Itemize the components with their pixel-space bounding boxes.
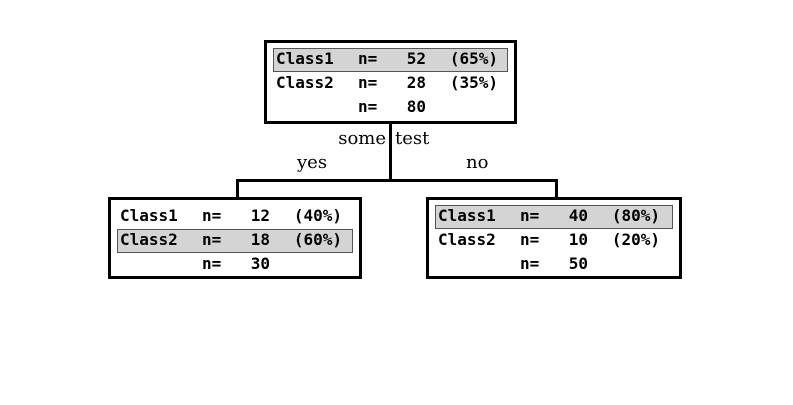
connector-horizontal-bar bbox=[236, 179, 558, 182]
root-row2-percent: (35%) bbox=[449, 73, 498, 92]
right-row1-count: 40 bbox=[568, 206, 588, 225]
root-node-row-total: n= 80 bbox=[273, 96, 508, 120]
right-child-row-class1: Class1 n= 40 (80%) bbox=[435, 205, 673, 229]
left-child-row-class1: Class1 n= 12 (40%) bbox=[117, 205, 353, 229]
right-row1-class-label: Class1 bbox=[438, 206, 496, 225]
split-label-right: test bbox=[395, 128, 430, 149]
left-row2-class-label: Class2 bbox=[120, 230, 178, 249]
right-row2-count: 10 bbox=[568, 230, 588, 249]
left-row1-percent: (40%) bbox=[293, 206, 342, 225]
connector-root-stem bbox=[389, 124, 392, 182]
root-node[interactable]: Class1 n= 52 (65%) Class2 n= 28 (35%) n=… bbox=[264, 40, 517, 124]
connector-left-drop bbox=[236, 179, 239, 198]
left-row1-class-label: Class1 bbox=[120, 206, 178, 225]
branch-label-yes: yes bbox=[297, 152, 328, 173]
left-row2-percent: (60%) bbox=[293, 230, 342, 249]
root-row1-percent: (65%) bbox=[449, 49, 498, 68]
connector-right-drop bbox=[555, 179, 558, 198]
right-row2-n-symbol: n= bbox=[520, 230, 540, 249]
split-label-left: some bbox=[338, 128, 386, 149]
root-node-row-class1: Class1 n= 52 (65%) bbox=[273, 48, 508, 72]
right-child-row-total: n= 50 bbox=[435, 253, 673, 277]
right-row3-n-symbol: n= bbox=[520, 254, 540, 273]
root-row1-count: 52 bbox=[406, 49, 426, 68]
root-row2-class-label: Class2 bbox=[276, 73, 334, 92]
left-row1-count: 12 bbox=[250, 206, 270, 225]
left-row3-count: 30 bbox=[250, 254, 270, 273]
left-row2-count: 18 bbox=[250, 230, 270, 249]
right-row2-percent: (20%) bbox=[611, 230, 660, 249]
left-child-node[interactable]: Class1 n= 12 (40%) Class2 n= 18 (60%) n=… bbox=[108, 197, 362, 279]
root-row3-n-symbol: n= bbox=[358, 97, 378, 116]
root-row3-count: 80 bbox=[406, 97, 426, 116]
left-child-row-class2: Class2 n= 18 (60%) bbox=[117, 229, 353, 253]
left-child-row-total: n= 30 bbox=[117, 253, 353, 277]
root-row1-n-symbol: n= bbox=[358, 49, 378, 68]
left-row3-n-symbol: n= bbox=[202, 254, 222, 273]
root-node-row-class2: Class2 n= 28 (35%) bbox=[273, 72, 508, 96]
right-row2-class-label: Class2 bbox=[438, 230, 496, 249]
root-row2-count: 28 bbox=[406, 73, 426, 92]
right-row1-percent: (80%) bbox=[611, 206, 660, 225]
left-row2-n-symbol: n= bbox=[202, 230, 222, 249]
root-row2-n-symbol: n= bbox=[358, 73, 378, 92]
right-child-node[interactable]: Class1 n= 40 (80%) Class2 n= 10 (20%) n=… bbox=[426, 197, 682, 279]
right-row3-count: 50 bbox=[568, 254, 588, 273]
branch-label-no: no bbox=[466, 152, 489, 173]
right-child-row-class2: Class2 n= 10 (20%) bbox=[435, 229, 673, 253]
left-row1-n-symbol: n= bbox=[202, 206, 222, 225]
right-row1-n-symbol: n= bbox=[520, 206, 540, 225]
root-row1-class-label: Class1 bbox=[276, 49, 334, 68]
